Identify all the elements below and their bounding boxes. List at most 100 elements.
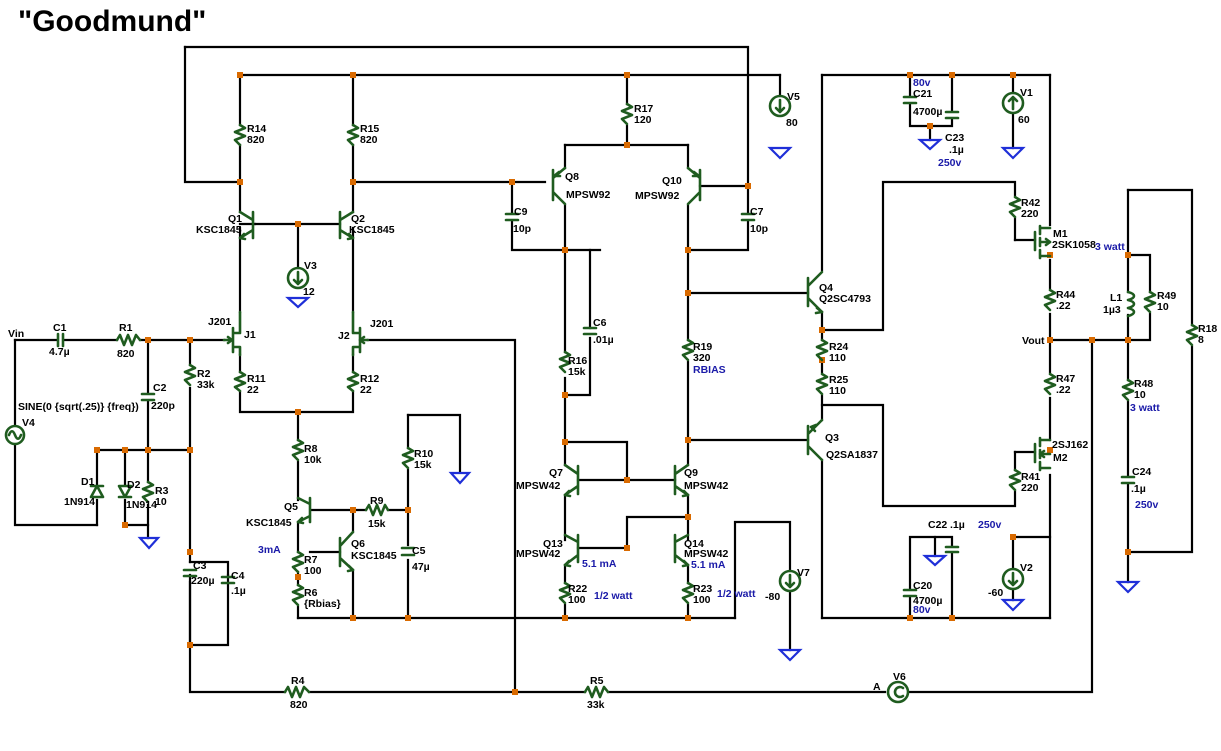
source-v6 — [886, 680, 910, 704]
annotation-notes: 80v 250v 3 watt 3 watt 250v 250v 80v 3mA… — [258, 77, 1160, 616]
capacitor-c7 — [740, 212, 756, 222]
label-r6-value: {Rbias} — [304, 598, 341, 610]
net-label-vin: Vin — [8, 328, 24, 340]
note-250v-c22: 250v — [978, 519, 1002, 531]
label-q2-name: Q2 — [351, 213, 365, 225]
label-r44-value: .22 — [1056, 300, 1071, 312]
label-c9-name: C9 — [514, 206, 528, 218]
resistor-r9 — [364, 503, 390, 517]
label-q5-name: Q5 — [284, 501, 298, 513]
transistor-q6 — [338, 530, 355, 573]
label-q7-part: MPSW42 — [516, 480, 561, 492]
ground-icon — [1000, 598, 1026, 612]
note-5-1ma-right: 5.1 mA — [691, 559, 726, 571]
note-5-1ma-left: 5.1 mA — [582, 558, 617, 570]
label-r18-value: 8 — [1198, 334, 1204, 346]
label-v2-name: V2 — [1020, 562, 1033, 574]
label-r4-value: 820 — [290, 699, 308, 711]
label-r48-value: 10 — [1134, 389, 1146, 401]
label-c6-name: C6 — [593, 317, 607, 329]
source-v1 — [1001, 91, 1025, 115]
mosfet-m1 — [1033, 224, 1052, 260]
label-m1-part: 2SK1058 — [1052, 239, 1096, 251]
capacitor-c23 — [944, 110, 960, 120]
ground-icon — [1115, 580, 1141, 594]
label-q7-name: Q7 — [549, 467, 563, 479]
label-r41-name: R41 — [1021, 471, 1040, 483]
capacitor-c2 — [140, 392, 156, 402]
resistor-r8 — [291, 438, 305, 462]
label-c5-value: 47µ — [412, 561, 430, 573]
label-c4-name: C4 — [231, 570, 245, 582]
label-q6-name: Q6 — [351, 538, 365, 550]
label-m2-part: 2SJ162 — [1052, 439, 1088, 451]
transistor-q4 — [806, 270, 824, 315]
net-label-vout: Vout — [1022, 335, 1045, 347]
label-v1-value: 60 — [1018, 114, 1030, 126]
capacitor-c6 — [582, 326, 598, 336]
label-r5-name: R5 — [590, 675, 604, 687]
page-title: "Goodmund" — [18, 5, 206, 38]
ground-icon — [285, 296, 311, 309]
label-r1-value: 820 — [117, 348, 135, 360]
mosfet-m2 — [1033, 436, 1052, 472]
capacitor-c5 — [400, 546, 416, 557]
label-j2-part: J201 — [370, 318, 394, 330]
note-3ma: 3mA — [258, 544, 281, 556]
label-r16-value: 15k — [568, 366, 586, 378]
ground-icon — [448, 471, 472, 485]
resistor-r49 — [1143, 290, 1157, 314]
resistor-r24 — [815, 338, 829, 362]
diode-d2 — [117, 484, 133, 499]
label-r4-name: R4 — [291, 675, 305, 687]
transistor-q14 — [673, 533, 690, 568]
label-d1-part: 1N914 — [64, 496, 95, 508]
label-c22-name: C22 — [928, 519, 947, 531]
capacitor-c24 — [1120, 475, 1136, 485]
resistor-r25 — [815, 372, 829, 396]
note-3watt-r48: 3 watt — [1130, 402, 1160, 414]
label-r11-name: R11 — [247, 373, 266, 385]
transistor-q5 — [296, 496, 312, 525]
label-r25-name: R25 — [829, 374, 848, 386]
diode-d1 — [89, 484, 105, 499]
label-r3-value: 10 — [155, 496, 167, 508]
label-r9-value: 15k — [368, 518, 386, 530]
label-r48-name: R48 — [1134, 378, 1153, 390]
label-q9-name: Q9 — [684, 467, 698, 479]
transistor-q13 — [563, 533, 580, 568]
label-r24-value: 110 — [829, 352, 846, 364]
label-r12-name: R12 — [360, 373, 379, 385]
resistor-r3 — [141, 480, 155, 504]
resistor-r22 — [558, 581, 572, 605]
label-r17-name: R17 — [634, 103, 653, 115]
label-r6-name: R6 — [304, 587, 318, 599]
source-v7 — [778, 569, 802, 593]
label-l1-value: 1µ3 — [1103, 304, 1121, 316]
label-v4-value: SINE(0 {sqrt(.25)} {freq}) — [18, 401, 139, 413]
label-v7-name: V7 — [797, 567, 810, 579]
inductor-l1 — [1126, 290, 1136, 318]
label-r2-value: 33k — [197, 379, 215, 391]
label-r44-name: R44 — [1056, 289, 1075, 301]
note-half-watt-left: 1/2 watt — [594, 590, 633, 602]
jfet-j2 — [351, 310, 370, 357]
source-v2 — [1001, 567, 1025, 591]
resistor-r41 — [1008, 468, 1022, 492]
label-q1-part: KSC1845 — [196, 224, 242, 236]
label-r14-name: R14 — [247, 123, 266, 135]
label-v6-name: V6 — [893, 671, 906, 683]
label-r49-name: R49 — [1157, 290, 1176, 302]
resistor-r12 — [346, 370, 360, 393]
label-c24-value: .1µ — [1131, 483, 1146, 495]
transistor-q10 — [686, 166, 702, 206]
label-v5-name: V5 — [787, 91, 800, 103]
transistor-q2 — [338, 210, 355, 241]
capacitor-c1 — [56, 332, 65, 348]
label-q8-part: MPSW92 — [566, 189, 611, 201]
label-r10-value: 15k — [414, 459, 432, 471]
source-symbols — [4, 91, 1025, 704]
label-r19-name: R19 — [693, 341, 712, 353]
label-r17-value: 120 — [634, 114, 652, 126]
